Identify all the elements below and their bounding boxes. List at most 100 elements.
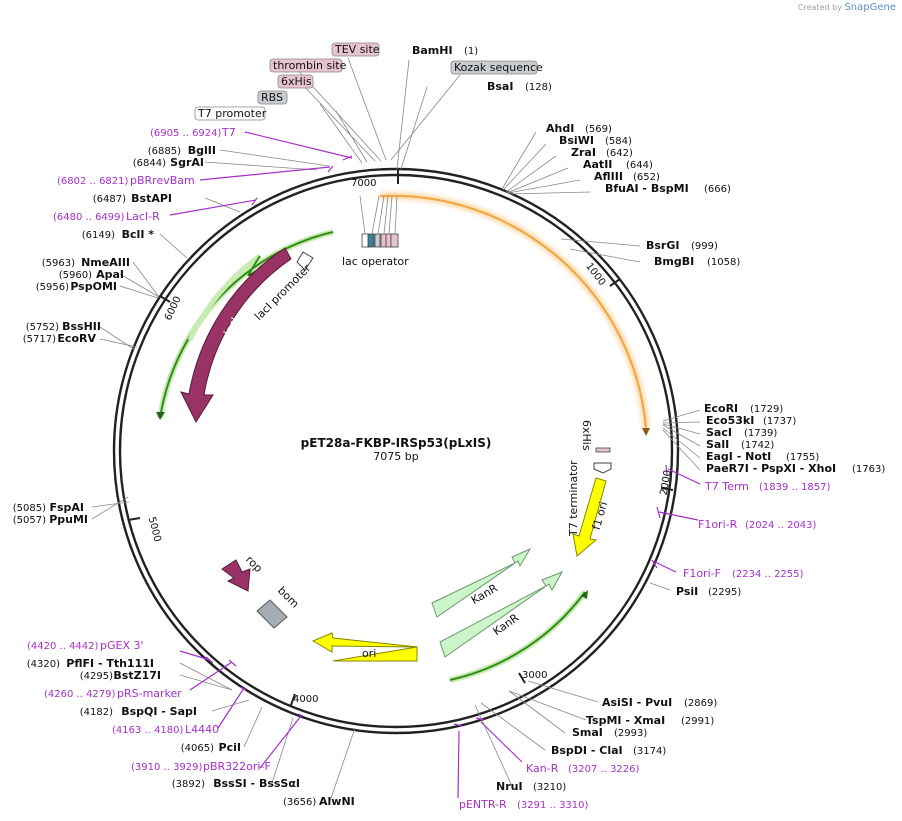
- site-pspomi-pos: (5956): [36, 282, 69, 293]
- plasmid-length: 7075 bp: [373, 450, 418, 463]
- site-alwni: AlwNI: [319, 795, 355, 808]
- site-bcli: BclI *: [122, 228, 155, 241]
- primer-t7-pos: (6905 .. 6924): [150, 128, 222, 139]
- primer-kan-r-pos: (3207 .. 3226): [568, 764, 640, 775]
- site-pspomi: PspOMI: [70, 280, 117, 293]
- site-alwni-pos: (3656): [283, 797, 316, 808]
- site-tspmi-pos: (2991): [681, 716, 714, 727]
- feature-rop: [221, 559, 251, 592]
- site-paer7i: PaeR7I - PspXI - XhoI: [706, 462, 836, 475]
- site-sali-pos: (1742): [741, 440, 774, 451]
- feature-kanr-1: [431, 547, 532, 618]
- site-ecori: EcoRI: [704, 402, 738, 415]
- orf-arc-green-inner: [247, 255, 261, 277]
- site-bfuai: BfuAI - BspMI: [605, 182, 689, 195]
- site-asisi: AsiSI - PvuI: [602, 696, 672, 709]
- site-ecori-pos: (1729): [750, 404, 783, 415]
- tag-tev-site: TEV site: [334, 43, 380, 56]
- site-bstz17i-pos: (4295): [80, 671, 113, 682]
- site-labels-left: BssSI - BssSαI (3892) PciI (4065) BspQI …: [13, 144, 300, 790]
- site-sali: SalI: [706, 438, 729, 451]
- site-bglii-pos: (6885): [148, 146, 181, 157]
- lac-operator-leaders: [359, 195, 398, 235]
- site-bstz17i: BstZ17I: [113, 669, 161, 682]
- site-pcii: PciI: [219, 741, 241, 754]
- site-pflfi-pos: (4320): [27, 659, 60, 670]
- site-bcli-pos: (6149): [82, 230, 115, 241]
- tag-kozak: Kozak sequence: [454, 61, 543, 74]
- site-zrai: ZraI: [571, 146, 596, 159]
- tick-label-2000: 2000: [659, 469, 674, 496]
- primer-laci-r-pos: (6480 .. 6499): [53, 212, 125, 223]
- feature-ori: [311, 632, 418, 662]
- site-apai: ApaI: [96, 268, 124, 281]
- site-clai-pos: (3174): [633, 746, 666, 757]
- site-ppumi-pos: (5057): [13, 515, 46, 526]
- site-eagi-pos: (1755): [786, 452, 819, 463]
- site-smai-pos: (2993): [614, 728, 647, 739]
- feature-6xhis-c: [595, 447, 611, 453]
- primer-f1ori-f: F1ori-F: [683, 567, 721, 580]
- site-bstapi-pos: (6487): [93, 194, 126, 205]
- site-bsrgi-pos: (999): [691, 241, 718, 252]
- primer-marks: [169, 131, 701, 799]
- primer-t7-term: T7 Term: [704, 480, 749, 493]
- backbone-inner: [118, 173, 674, 729]
- site-asisi-pos: (2869): [684, 698, 717, 709]
- feature-bom: [256, 599, 288, 629]
- feature-lac-operator-label: lac operator: [342, 255, 409, 268]
- site-pcii-pos: (4065): [181, 743, 214, 754]
- tick-label-7000: 7000: [351, 178, 376, 189]
- site-nmeaiii: NmeAIII: [81, 256, 130, 269]
- tag-boxes: TEV site thrombin site 6xHis RBS T7 prom…: [194, 42, 543, 121]
- site-paer7i-pos: (1763): [852, 464, 885, 475]
- feature-f1-ori: [572, 477, 607, 557]
- tick-label-4000: 4000: [293, 694, 318, 705]
- snapgene-credit: Created by SnapGene: [798, 2, 896, 13]
- primer-laci-r: LacI-R: [126, 210, 160, 223]
- primer-f1ori-f-pos: (2234 .. 2255): [732, 569, 804, 580]
- primer-f1ori-r-pos: (2024 .. 2043): [745, 520, 817, 531]
- site-bsrgi: BsrGI: [646, 239, 679, 252]
- site-afliii-pos: (652): [633, 172, 660, 183]
- primer-pbr322ori-f-pos: (3910 .. 3929): [131, 762, 203, 773]
- backbone-outer: [112, 167, 680, 735]
- feature-laci: [180, 247, 292, 424]
- site-smai: SmaI: [572, 726, 603, 739]
- primer-l4440-pos: (4163 .. 4180): [112, 725, 184, 736]
- site-ecorv: EcoRV: [57, 332, 96, 345]
- primer-pentr-r: pENTR-R: [459, 798, 507, 811]
- site-bamhi-pos: (1): [464, 46, 478, 57]
- primer-t7-term-pos: (1839 .. 1857): [759, 482, 831, 493]
- orf-arrowhead-green-kan: [581, 590, 588, 599]
- feature-laci-promoter: [296, 251, 314, 271]
- site-eco53ki-pos: (1737): [763, 416, 796, 427]
- primer-kan-r: Kan-R: [526, 762, 559, 775]
- feature-lac-operator: [361, 233, 399, 248]
- primer-prs-marker-pos: (4260 .. 4279): [44, 689, 116, 700]
- plasmid-name: pET28a-FKBP-IRSp53(pLxIS): [301, 436, 492, 450]
- snapgene-brand: SnapGene: [844, 2, 896, 13]
- site-fspai-pos: (5085): [13, 503, 46, 514]
- primer-prs-marker: pRS-marker: [117, 687, 182, 700]
- primer-pgex3: pGEX 3': [100, 639, 144, 652]
- site-bglii: BglII: [188, 144, 216, 157]
- site-sgrai: SgrAI: [170, 156, 204, 169]
- site-leaders: [91, 57, 701, 802]
- primer-pgex3-pos: (4420 .. 4442): [27, 641, 99, 652]
- site-bsssi: BssSI - BssSαI: [213, 777, 300, 790]
- tick-labels: 1000 2000 3000 4000 5000 6000 7000: [146, 178, 674, 705]
- feature-t7-terminator: [593, 462, 612, 474]
- tag-6xhis: 6xHis: [281, 75, 312, 88]
- orf-arc-green-kan: [449, 591, 586, 681]
- site-ecorv-pos: (5717): [23, 334, 56, 345]
- orf-arrowhead-green-outer: [156, 412, 165, 420]
- credit-prefix: Created by: [797, 3, 842, 12]
- orf-arc-green-inner-glow: [187, 253, 262, 342]
- site-saci: SacI: [706, 426, 732, 439]
- primer-t7: T7: [221, 126, 236, 139]
- primer-l4440: L4440: [185, 723, 219, 736]
- site-zrai-pos: (642): [606, 148, 633, 159]
- site-clai: BspDI - ClaI: [551, 744, 623, 757]
